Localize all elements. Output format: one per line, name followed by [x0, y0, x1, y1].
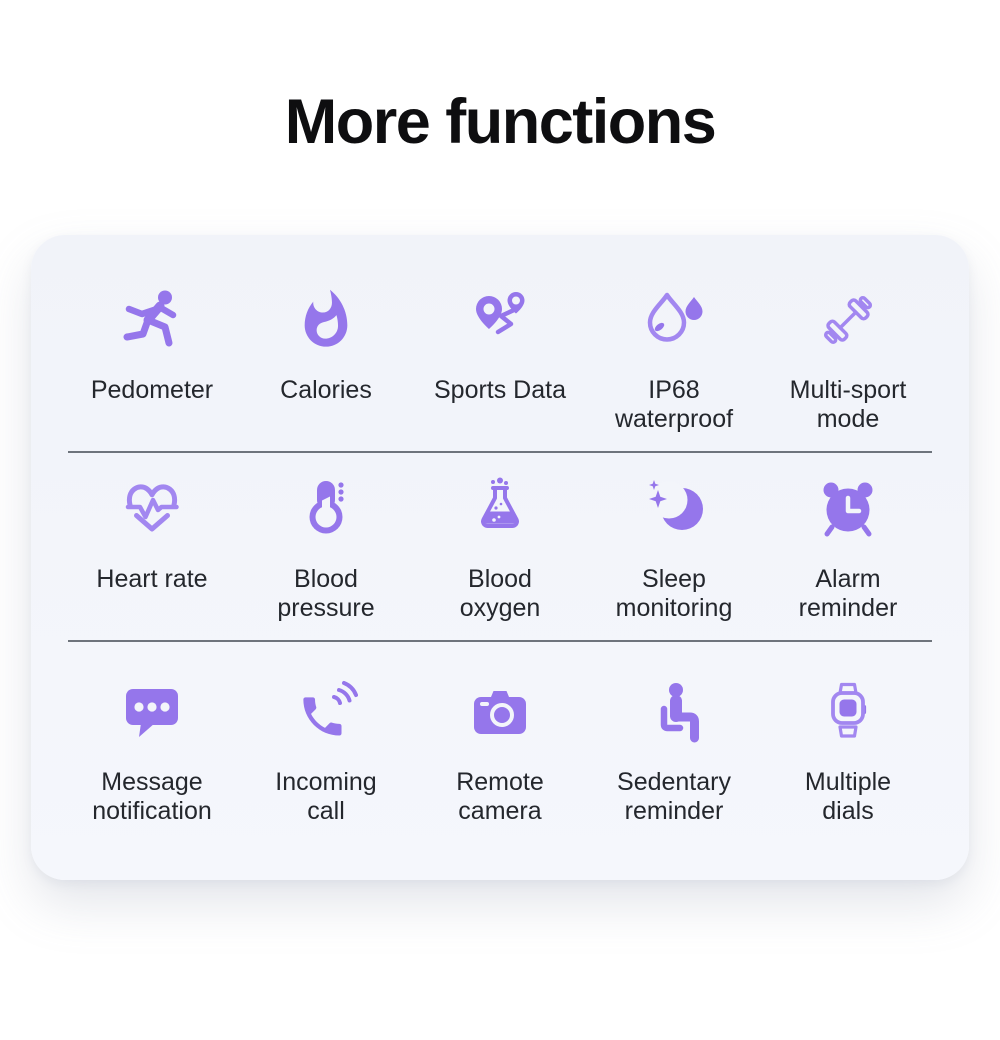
feature-ip68-waterproof: IP68 waterproof	[587, 288, 761, 451]
row-divider	[68, 640, 932, 643]
feature-row-2: Heart rate Blood pressure	[31, 453, 969, 640]
feature-label: Heart rate	[96, 565, 208, 594]
feature-label: Sports Data	[433, 376, 566, 405]
feature-label: Calories	[280, 376, 372, 405]
feature-label: Multiple dials	[804, 768, 892, 826]
ip68-waterproof-icon	[642, 288, 706, 352]
page-title: More functions	[284, 87, 717, 157]
feature-row-3: Message notification Incoming call	[31, 642, 969, 882]
feature-calories: Calories	[239, 288, 413, 451]
feature-remote-camera: Remote camera	[413, 680, 587, 882]
feature-label: Multi-sport mode	[789, 376, 907, 434]
feature-blood-oxygen: Blood oxygen	[413, 477, 587, 640]
feature-blood-pressure: Blood pressure	[239, 477, 413, 640]
row-divider	[68, 451, 932, 454]
feature-label: IP68 waterproof	[614, 376, 734, 434]
sedentary-reminder-icon	[642, 680, 706, 744]
feature-message-notification: Message notification	[65, 680, 239, 882]
sleep-monitoring-icon	[642, 477, 706, 541]
feature-label: Blood pressure	[277, 565, 375, 623]
remote-camera-icon	[468, 680, 532, 744]
feature-label: Blood oxygen	[459, 565, 541, 623]
calories-icon	[294, 288, 358, 352]
feature-alarm-reminder: Alarm reminder	[761, 477, 935, 640]
feature-sedentary-reminder: Sedentary reminder	[587, 680, 761, 882]
blood-oxygen-icon	[468, 477, 532, 541]
feature-label: Incoming call	[275, 768, 377, 826]
multiple-dials-icon	[816, 680, 880, 744]
message-notification-icon	[120, 680, 184, 744]
feature-sports-data: Sports Data	[413, 288, 587, 451]
feature-multiple-dials: Multiple dials	[761, 680, 935, 882]
feature-sleep-monitoring: Sleep monitoring	[587, 477, 761, 640]
incoming-call-icon	[294, 680, 358, 744]
heart-rate-icon	[120, 477, 184, 541]
feature-label: Sedentary reminder	[617, 768, 731, 826]
feature-label: Pedometer	[90, 376, 214, 405]
multi-sport-mode-icon	[816, 288, 880, 352]
feature-incoming-call: Incoming call	[239, 680, 413, 882]
sports-data-icon	[468, 288, 532, 352]
feature-row-1: Pedometer Calories Sports Data	[31, 235, 969, 451]
pedometer-icon	[120, 288, 184, 352]
feature-label: Alarm reminder	[798, 565, 898, 623]
feature-multi-sport-mode: Multi-sport mode	[761, 288, 935, 451]
feature-label: Remote camera	[456, 768, 544, 826]
blood-pressure-icon	[294, 477, 358, 541]
feature-label: Message notification	[92, 768, 212, 826]
feature-pedometer: Pedometer	[65, 288, 239, 451]
feature-label: Sleep monitoring	[615, 565, 733, 623]
alarm-reminder-icon	[816, 477, 880, 541]
feature-heart-rate: Heart rate	[65, 477, 239, 640]
features-card: Pedometer Calories Sports Data	[31, 235, 969, 882]
